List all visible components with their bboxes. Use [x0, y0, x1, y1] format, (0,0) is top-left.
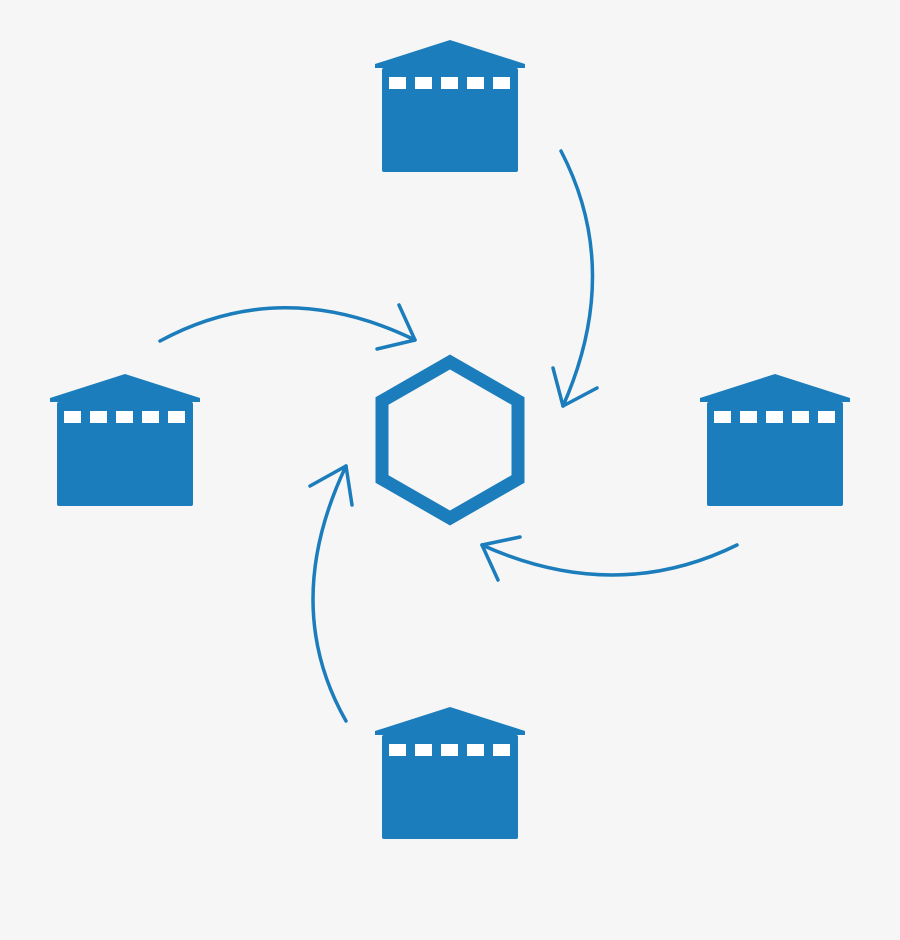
arrow-top-to-hub	[551, 149, 599, 408]
arrow-left-to-hub	[158, 303, 417, 351]
hub-hexagon-icon	[375, 354, 525, 526]
warehouse-right	[700, 374, 850, 506]
warehouse-top	[375, 40, 525, 172]
arrow-bottom-to-hub	[308, 464, 354, 723]
arrow-right-to-hub	[480, 535, 739, 582]
warehouse-left	[50, 374, 200, 506]
warehouse-bottom	[375, 707, 525, 839]
